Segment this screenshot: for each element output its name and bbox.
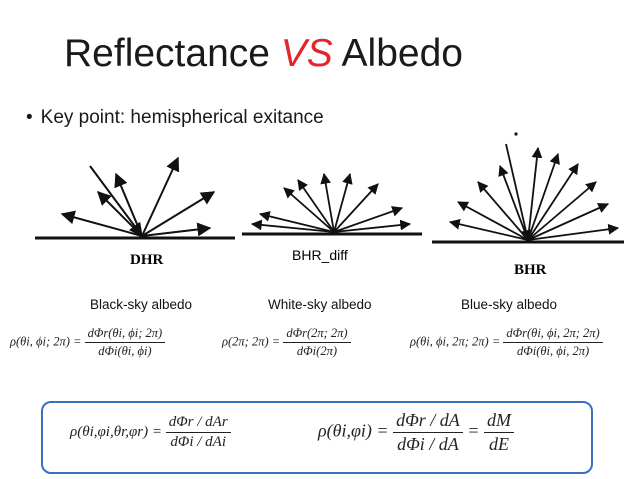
bhr-caption: BHR: [514, 262, 547, 278]
bhr-diff-eq-fraction: dΦr(2π; 2π) dΦi(2π): [283, 326, 351, 359]
dhr-eq-denominator: dΦi(θi, ϕi): [98, 344, 152, 358]
albedo-eq-fraction: dΦr / dA dΦi / dA: [393, 410, 463, 455]
reflected-arrow: [297, 179, 335, 233]
bhr-diff-equation: ρ(2π; 2π) = dΦr(2π; 2π) dΦi(2π): [222, 326, 351, 359]
bhr-eq-denominator: dΦi(θi, ϕi, 2π): [516, 344, 590, 358]
bhr-eq-fraction: dΦr(θi, ϕi, 2π; 2π) dΦi(θi, ϕi, 2π): [503, 326, 603, 359]
brdf-eq-fraction: dΦr / dAr dΦi / dAi: [165, 414, 231, 451]
bhr-eq-numerator: dΦr(θi, ϕi, 2π; 2π): [503, 326, 603, 343]
reflected-arrow: [498, 164, 529, 241]
dhr-eq-numerator: dΦr(θi, ϕi; 2π): [84, 326, 166, 343]
albedo-eq-denominator: dΦi / dA: [397, 434, 459, 454]
bullet-text: Key point: hemispherical exitance: [40, 107, 324, 128]
reflected-arrow: [283, 187, 335, 233]
bhr-diagram: BHR: [432, 132, 624, 278]
reflected-arrow: [333, 206, 404, 233]
incident-arrow: [505, 143, 532, 242]
title-vs: VS: [280, 32, 333, 75]
reflected-arrow: [527, 146, 543, 241]
albedo-eq-numerator-2: dM: [483, 410, 514, 433]
incident-arrow: [89, 165, 143, 238]
albedo-eq-fraction-2: dM dE: [483, 410, 514, 455]
sun-dot: [514, 132, 518, 136]
albedo-eq-denominator-2: dE: [488, 434, 509, 454]
reflected-arrow: [527, 203, 609, 241]
reflected-arrow: [527, 152, 560, 241]
reflected-arrow: [320, 172, 335, 233]
bhr-diff-caption: BHR_diff: [292, 247, 348, 263]
brdf-eq-denominator: dΦi / dAi: [170, 434, 227, 450]
bhr-diff-diagram: BHR_diff: [242, 172, 422, 263]
bhr-eq-lhs: ρ(θi, ϕi, 2π; 2π) =: [410, 334, 501, 349]
reflected-arrow: [333, 172, 353, 233]
bhr-diff-eq-lhs: ρ(2π; 2π) =: [222, 334, 281, 349]
albedo-eq-numerator: dΦr / dA: [393, 410, 463, 433]
dhr-caption: DHR: [130, 252, 164, 268]
definition-box: [41, 401, 593, 474]
title-reflectance: Reflectance: [64, 32, 281, 75]
reflected-arrow: [527, 163, 579, 241]
reflected-arrow: [141, 156, 180, 237]
reflected-arrow: [527, 181, 597, 241]
reflected-arrow: [457, 201, 529, 241]
bhr-diff-eq-numerator: dΦr(2π; 2π): [283, 326, 351, 343]
reflected-arrow: [527, 223, 620, 241]
dhr-equation: ρ(θi, ϕi; 2π) = dΦr(θi, ϕi; 2π) dΦi(θi, …: [10, 326, 166, 359]
reflected-arrow: [258, 211, 335, 233]
bhr-diff-eq-denominator: dΦi(2π): [296, 344, 337, 358]
reflected-arrow: [141, 191, 216, 237]
bhr-equation: ρ(θi, ϕi, 2π; 2π) = dΦr(θi, ϕi, 2π; 2π) …: [410, 326, 603, 359]
reflected-arrow: [448, 218, 529, 241]
reflected-arrow: [333, 219, 412, 233]
bullet-marker: •: [26, 107, 33, 128]
reflected-arrow: [114, 172, 143, 237]
reflected-arrow: [250, 219, 335, 233]
dhr-eq-lhs: ρ(θi, ϕi; 2π) =: [10, 334, 82, 349]
reflected-arrow: [97, 191, 143, 237]
brdf-eq-lhs: ρ(θi,φi,θr,φr) =: [70, 423, 162, 440]
reflected-arrow: [333, 183, 379, 233]
slide-title: Reflectance VS Albedo: [64, 34, 463, 73]
black-sky-albedo-label: Black-sky albedo: [90, 297, 193, 312]
dhr-diagram: DHR: [35, 156, 235, 268]
brdf-equation: ρ(θi,φi,θr,φr) = dΦr / dAr dΦi / dAi: [70, 414, 231, 451]
albedo-eq-equals: =: [467, 420, 480, 441]
white-sky-albedo-label: White-sky albedo: [268, 297, 372, 312]
albedo-eq-lhs: ρ(θi,φi) =: [318, 420, 389, 441]
title-albedo: Albedo: [332, 32, 463, 75]
brdf-eq-numerator: dΦr / dAr: [165, 414, 231, 433]
albedo-equation: ρ(θi,φi) = dΦr / dA dΦi / dA = dM dE: [318, 410, 514, 455]
blue-sky-albedo-label: Blue-sky albedo: [461, 297, 558, 312]
key-point-bullet: • Key point: hemispherical exitance: [26, 107, 324, 129]
reflected-arrow: [141, 222, 212, 237]
dhr-eq-fraction: dΦr(θi, ϕi; 2π) dΦi(θi, ϕi): [84, 326, 166, 359]
reflected-arrow: [477, 181, 529, 241]
reflected-arrow: [60, 210, 143, 237]
